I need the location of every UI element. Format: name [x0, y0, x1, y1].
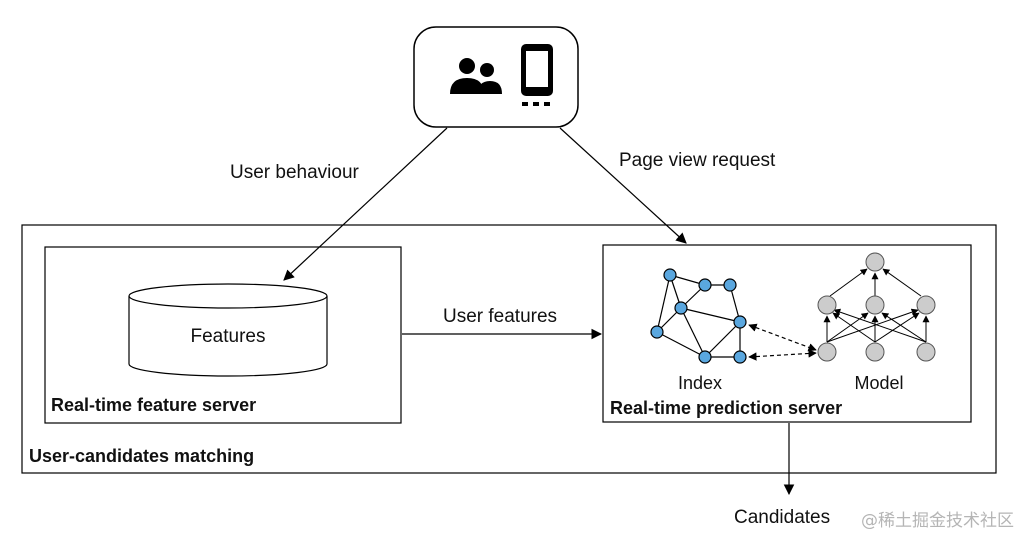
- index-node: [650, 268, 747, 364]
- features-database: [128, 283, 328, 377]
- user-behaviour-label: User behaviour: [230, 162, 360, 183]
- page-view-request-arrow: [559, 127, 687, 244]
- features-db-label: Features: [191, 326, 266, 347]
- user-candidates-matching-box: [21, 224, 997, 474]
- model-network: [817, 252, 936, 362]
- client-node: [413, 26, 579, 128]
- model-node: [817, 252, 936, 362]
- user-features-label: User features: [443, 306, 557, 327]
- mobile-phone-icon: [521, 44, 553, 106]
- watermark: @稀土掘金技术社区: [861, 511, 1014, 531]
- prediction-server-title: Real-time prediction server: [610, 398, 842, 418]
- feature-server-title: Real-time feature server: [51, 395, 256, 415]
- index-graph: [650, 268, 747, 364]
- page-view-request-label: Page view request: [619, 150, 776, 171]
- feature-server-box: [44, 246, 402, 424]
- user-behaviour-arrow: [283, 127, 448, 281]
- users-icon: [450, 58, 502, 94]
- index-model-dashed-arrow: [748, 349, 817, 361]
- candidates-label: Candidates: [734, 507, 830, 528]
- model-label: Model: [854, 373, 903, 393]
- outer-box-title: User-candidates matching: [29, 446, 254, 466]
- index-label: Index: [678, 373, 722, 393]
- index-model-dashed-arrow: [748, 323, 817, 352]
- prediction-server-box: [602, 244, 972, 423]
